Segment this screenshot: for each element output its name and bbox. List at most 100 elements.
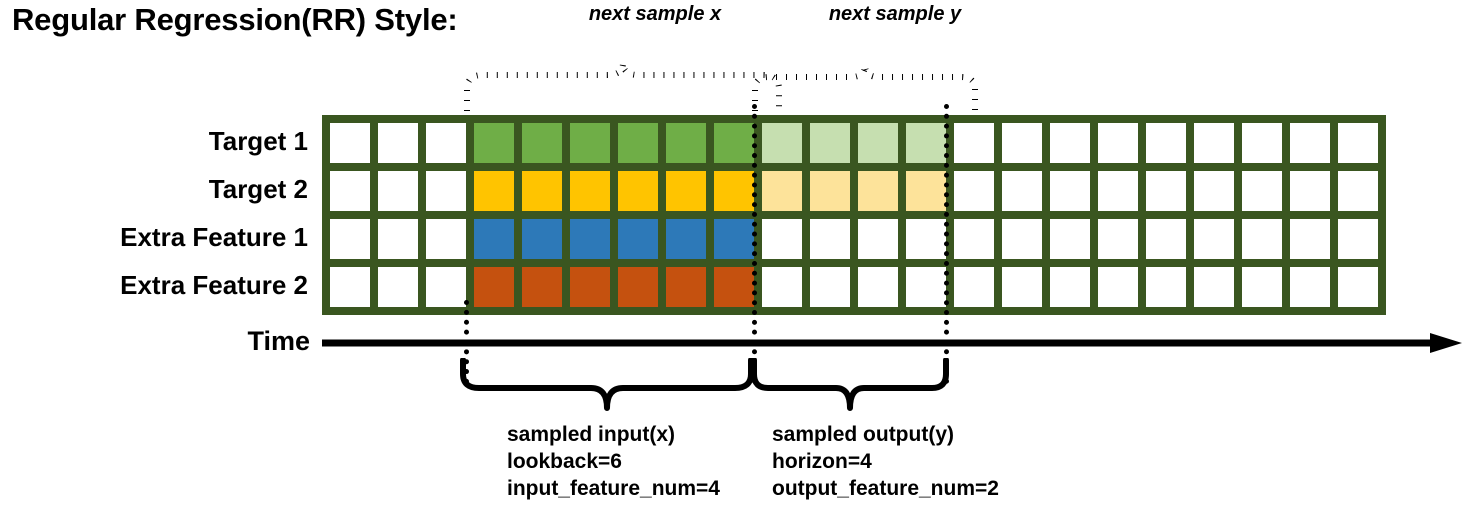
- grid-cell-r2-c13: [950, 215, 998, 263]
- grid-cell-r0-c6: [614, 119, 662, 167]
- grid-cell-r2-c15: [1046, 215, 1094, 263]
- grid-cell-r3-c11: [854, 263, 902, 311]
- grid-cell-r0-c4: [518, 119, 566, 167]
- grid-cell-r0-c1: [374, 119, 422, 167]
- grid-cell-r2-c8: [710, 215, 758, 263]
- grid-cell-r1-c10: [806, 167, 854, 215]
- grid-cell-r2-c12: [902, 215, 950, 263]
- grid-cell-r1-c14: [998, 167, 1046, 215]
- grid-cell-r3-c6: [614, 263, 662, 311]
- grid-cell-r1-c15: [1046, 167, 1094, 215]
- grid-cell-r2-c5: [566, 215, 614, 263]
- grid-cell-r3-c7: [662, 263, 710, 311]
- caption-output-line1: sampled output(y): [772, 423, 954, 446]
- grid-cell-r0-c14: [998, 119, 1046, 167]
- caption-sampled-input: sampled input(x) lookback=6 input_featur…: [507, 421, 720, 502]
- grid-cell-r0-c20: [1286, 119, 1334, 167]
- caption-input-line3: input_feature_num=4: [507, 477, 720, 500]
- grid-cell-r3-c12: [902, 263, 950, 311]
- grid-cell-r2-c10: [806, 215, 854, 263]
- grid-cell-r2-c6: [614, 215, 662, 263]
- grid-cell-r3-c4: [518, 263, 566, 311]
- grid-cell-r0-c17: [1142, 119, 1190, 167]
- grid-cell-r2-c3: [470, 215, 518, 263]
- grid-cell-r0-c15: [1046, 119, 1094, 167]
- grid-cell-r1-c19: [1238, 167, 1286, 215]
- grid-cell-r0-c0: [326, 119, 374, 167]
- grid-cell-r1-c20: [1286, 167, 1334, 215]
- caption-output-line3: output_feature_num=2: [772, 477, 999, 500]
- grid-cell-r1-c6: [614, 167, 662, 215]
- grid-cell-r0-c16: [1094, 119, 1142, 167]
- grid-cell-r2-c18: [1190, 215, 1238, 263]
- timeseries-grid: [322, 115, 1386, 315]
- grid-cell-r1-c2: [422, 167, 470, 215]
- grid-cell-r2-c20: [1286, 215, 1334, 263]
- grid-cell-r0-c12: [902, 119, 950, 167]
- grid-cell-r1-c9: [758, 167, 806, 215]
- grid-cell-r2-c7: [662, 215, 710, 263]
- grid-cell-r1-c5: [566, 167, 614, 215]
- grid-cell-r3-c13: [950, 263, 998, 311]
- grid-cell-r1-c8: [710, 167, 758, 215]
- grid-cell-r0-c5: [566, 119, 614, 167]
- grid-cell-r0-c9: [758, 119, 806, 167]
- grid-cell-r1-c7: [662, 167, 710, 215]
- grid-cell-r0-c13: [950, 119, 998, 167]
- row-label-target-2: Target 2: [208, 174, 308, 204]
- grid-cell-r2-c1: [374, 215, 422, 263]
- grid-cell-r3-c17: [1142, 263, 1190, 311]
- grid-cell-r0-c10: [806, 119, 854, 167]
- grid-cell-r0-c2: [422, 119, 470, 167]
- grid-cell-r0-c11: [854, 119, 902, 167]
- grid-cell-r3-c21: [1334, 263, 1382, 311]
- grid-cell-r2-c19: [1238, 215, 1286, 263]
- annotation-next-sample-x: next sample x: [588, 3, 722, 25]
- grid-cell-r1-c16: [1094, 167, 1142, 215]
- grid-cell-r2-c0: [326, 215, 374, 263]
- row-label-extra-feature-2: Extra Feature 2: [120, 270, 308, 300]
- grid-cell-r3-c14: [998, 263, 1046, 311]
- grid-cell-r1-c0: [326, 167, 374, 215]
- grid-cell-r3-c1: [374, 263, 422, 311]
- time-axis-arrow: [322, 333, 1462, 353]
- grid-cell-r1-c4: [518, 167, 566, 215]
- time-axis-label: Time: [247, 326, 310, 356]
- grid-cell-r1-c17: [1142, 167, 1190, 215]
- grid-cell-r3-c18: [1190, 263, 1238, 311]
- grid-cell-r2-c17: [1142, 215, 1190, 263]
- grid-cell-r0-c8: [710, 119, 758, 167]
- page-title: Regular Regression(RR) Style:: [12, 2, 458, 37]
- grid-cell-r1-c11: [854, 167, 902, 215]
- grid-cell-r3-c16: [1094, 263, 1142, 311]
- grid-cell-r0-c3: [470, 119, 518, 167]
- grid-cell-r0-c7: [662, 119, 710, 167]
- grid-cell-r1-c12: [902, 167, 950, 215]
- solid-brace-sampled-input: [460, 358, 754, 411]
- grid-cell-r2-c14: [998, 215, 1046, 263]
- row-label-target-1: Target 1: [208, 126, 308, 156]
- grid-cell-r2-c11: [854, 215, 902, 263]
- row-label-extra-feature-1: Extra Feature 1: [120, 222, 308, 252]
- grid-cell-r2-c16: [1094, 215, 1142, 263]
- caption-input-line2: lookback=6: [507, 450, 622, 473]
- grid-cell-r1-c18: [1190, 167, 1238, 215]
- grid-cell-r1-c1: [374, 167, 422, 215]
- caption-output-line2: horizon=4: [772, 450, 872, 473]
- grid-cell-r0-c21: [1334, 119, 1382, 167]
- grid-cell-r3-c3: [470, 263, 518, 311]
- grid-cell-r3-c8: [710, 263, 758, 311]
- grid-cell-r3-c15: [1046, 263, 1094, 311]
- grid-cell-r1-c3: [470, 167, 518, 215]
- grid-cell-r2-c9: [758, 215, 806, 263]
- grid-cell-r3-c9: [758, 263, 806, 311]
- grid-cell-r3-c10: [806, 263, 854, 311]
- grid-cell-r2-c2: [422, 215, 470, 263]
- dotted-brace-next-sample-y: [752, 64, 978, 121]
- caption-input-line1: sampled input(x): [507, 423, 676, 446]
- guide-line-output-end: [944, 104, 949, 384]
- grid-cell-r1-c21: [1334, 167, 1382, 215]
- grid-cell-r3-c0: [326, 263, 374, 311]
- grid-cell-r1-c13: [950, 167, 998, 215]
